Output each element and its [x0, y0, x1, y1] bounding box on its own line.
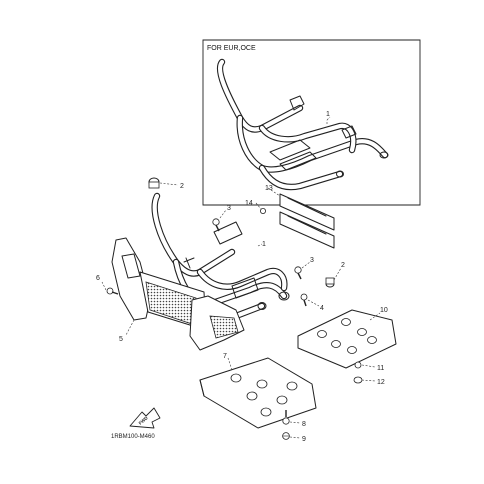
bolt-3-upper [212, 218, 220, 232]
front-bumper-grille [111, 237, 245, 351]
fwd-label: FWD [138, 415, 150, 426]
callout-13: 13 [265, 185, 273, 192]
inset-panel: FOR EUR,OCE 1 [202, 39, 421, 206]
bolt-9 [282, 432, 290, 440]
callout-11: 11 [377, 365, 384, 372]
hardware [106, 177, 363, 440]
upper-bracket [213, 221, 243, 245]
callout-10: 10 [380, 307, 388, 314]
callout-14: 14 [245, 200, 253, 207]
upper-skid-plate [297, 309, 397, 369]
callout-12: 12 [377, 379, 385, 386]
left-bumper-pad [111, 237, 151, 321]
callout-6: 6 [96, 275, 100, 282]
drawing-code: 1RBM100-M460 [111, 434, 155, 440]
callout-2-right: 2 [341, 262, 345, 269]
callout-3-upper: 3 [227, 205, 231, 212]
inset-leader-1b [326, 116, 331, 121]
callout-9: 9 [302, 436, 306, 443]
lower-skid-plate [199, 357, 317, 429]
bolt-4 [300, 293, 308, 307]
fwd-arrow-icon: FWD [129, 407, 161, 429]
inset-title: FOR EUR,OCE [207, 45, 256, 52]
bolt-8 [282, 410, 290, 425]
washer-12 [353, 376, 363, 384]
callout-7: 7 [223, 353, 227, 360]
screw-14 [259, 207, 266, 214]
bolt-6 [106, 287, 119, 295]
leader-lines [101, 182, 381, 439]
inset-callout-1: 1 [326, 111, 330, 118]
lower-bracket [231, 277, 259, 299]
reflector-set [279, 193, 335, 249]
nut-11 [354, 361, 362, 369]
callout-8: 8 [302, 421, 306, 428]
inset-front-guard-illustration [216, 58, 389, 191]
callout-5: 5 [119, 336, 123, 343]
callout-1: 1 [262, 241, 266, 248]
cap-2-upper [148, 177, 160, 189]
callout-4: 4 [320, 305, 324, 312]
bolt-3-right [294, 266, 302, 280]
callout-2-upper: 2 [180, 183, 184, 190]
cap-2-right [325, 277, 335, 288]
callout-3-right: 3 [310, 257, 314, 264]
callout-labels: 2 3 1 3 2 4 6 5 7 8 9 10 11 12 13 14 [96, 183, 388, 443]
